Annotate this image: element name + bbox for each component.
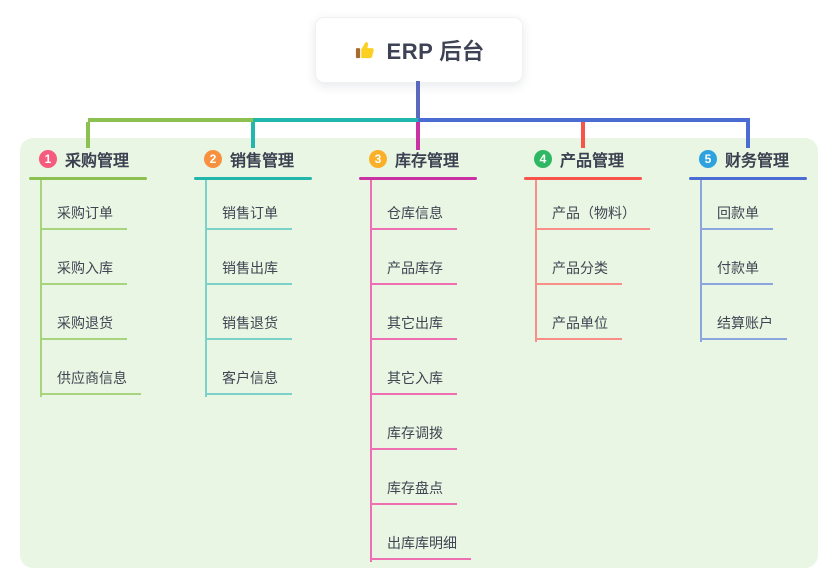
- branch-underline: [194, 177, 312, 180]
- leaf-node[interactable]: 库存盘点: [370, 479, 457, 505]
- branch-node-2[interactable]: 2 销售管理: [204, 148, 294, 170]
- branch-tree-line: [370, 180, 372, 562]
- branch-drop-2: [251, 122, 255, 148]
- branch-drop-5: [746, 122, 750, 148]
- leaf-node[interactable]: 产品单位: [535, 314, 622, 340]
- branch-underline: [689, 177, 807, 180]
- branch-tree-line: [535, 180, 537, 342]
- branch-drop-1: [86, 122, 90, 148]
- leaf-node[interactable]: 结算账户: [700, 314, 787, 340]
- branch-number-badge: 5: [699, 150, 717, 168]
- branch-underline: [524, 177, 642, 180]
- branch-label: 采购管理: [65, 153, 130, 170]
- branch-label: 财务管理: [725, 153, 790, 170]
- root-node[interactable]: ERP 后台: [315, 17, 523, 83]
- leaf-node[interactable]: 客户信息: [205, 369, 292, 395]
- leaf-node[interactable]: 销售出库: [205, 259, 292, 285]
- root-connector: [416, 81, 420, 118]
- leaf-node[interactable]: 产品分类: [535, 259, 622, 285]
- branch-underline: [29, 177, 147, 180]
- branch-tree-line: [700, 180, 702, 342]
- leaf-node[interactable]: 采购入库: [40, 259, 127, 285]
- branch-node-5[interactable]: 5 财务管理: [699, 148, 789, 170]
- leaf-node[interactable]: 供应商信息: [40, 369, 141, 395]
- leaf-node[interactable]: 付款单: [700, 259, 773, 285]
- leaf-node[interactable]: 采购退货: [40, 314, 127, 340]
- leaf-node[interactable]: 库存调拨: [370, 424, 457, 450]
- branch-drop-4: [581, 122, 585, 148]
- branch-number-badge: 1: [39, 150, 57, 168]
- leaf-node[interactable]: 采购订单: [40, 204, 127, 230]
- branch-tree-line: [205, 180, 207, 397]
- branch-label: 产品管理: [560, 153, 625, 170]
- root-title: ERP 后台: [386, 39, 485, 64]
- branch-number-badge: 4: [534, 150, 552, 168]
- leaf-node[interactable]: 产品（物料）: [535, 204, 650, 230]
- leaf-node[interactable]: 销售退货: [205, 314, 292, 340]
- bus-segment-2: [253, 118, 418, 122]
- branch-label: 销售管理: [230, 153, 295, 170]
- leaf-node[interactable]: 出库库明细: [370, 534, 471, 560]
- bus-segment-3: [418, 118, 750, 122]
- thumbs-up-icon: [355, 41, 374, 58]
- branch-tree-line: [40, 180, 42, 397]
- branch-underline: [359, 177, 477, 180]
- branch-label: 库存管理: [395, 153, 460, 170]
- mindmap-background-panel: [20, 138, 818, 568]
- leaf-node[interactable]: 其它出库: [370, 314, 457, 340]
- bus-segment-1: [88, 118, 253, 122]
- leaf-node[interactable]: 仓库信息: [370, 204, 457, 230]
- leaf-node[interactable]: 回款单: [700, 204, 773, 230]
- leaf-node[interactable]: 产品库存: [370, 259, 457, 285]
- branch-number-badge: 2: [204, 150, 222, 168]
- branch-node-1[interactable]: 1 采购管理: [39, 148, 129, 170]
- branch-node-4[interactable]: 4 产品管理: [534, 148, 624, 170]
- leaf-node[interactable]: 销售订单: [205, 204, 292, 230]
- branch-drop-3: [416, 122, 420, 150]
- leaf-node[interactable]: 其它入库: [370, 369, 457, 395]
- branch-node-3[interactable]: 3 库存管理: [369, 148, 459, 170]
- branch-number-badge: 3: [369, 150, 387, 168]
